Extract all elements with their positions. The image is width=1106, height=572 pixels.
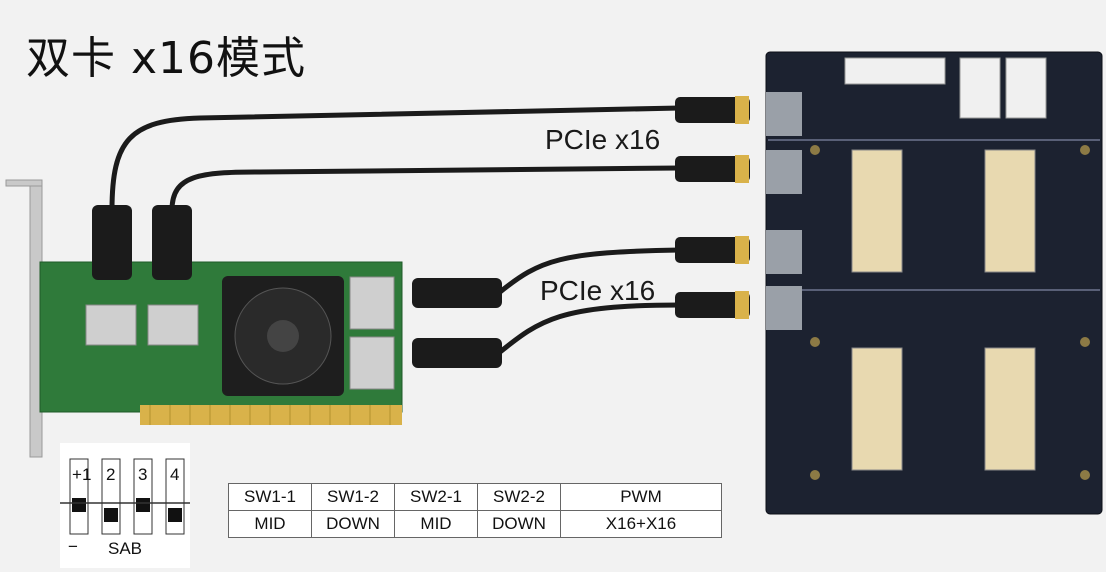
adapter-card <box>39 261 403 425</box>
header-cell: PWM <box>560 483 722 511</box>
cable-plugs-backplane <box>675 96 750 319</box>
value-cell: DOWN <box>311 510 395 538</box>
header-cell: SW1-2 <box>311 483 395 511</box>
cables <box>109 105 681 354</box>
pci-bracket <box>5 179 43 458</box>
value-cell: MID <box>394 510 478 538</box>
cable-plugs-card <box>92 205 502 368</box>
value-cell: MID <box>228 510 312 538</box>
cable-label-top: PCIe x16 <box>545 124 661 155</box>
dip-number-1: 1 <box>82 465 92 484</box>
page-title: 双卡 x16模式 <box>26 33 307 84</box>
header-cell: SW2-1 <box>394 483 478 511</box>
dip-plus-label: + <box>72 465 82 484</box>
switch-settings-table: SW1-1 SW1-2 SW2-1 SW2-2 PWM MID DOWN MID… <box>228 483 722 538</box>
cable-label-bottom: PCIe x16 <box>540 275 656 306</box>
value-cell: X16+X16 <box>560 510 722 538</box>
table-row: MID DOWN MID DOWN X16+X16 <box>228 510 722 538</box>
header-cell: SW1-1 <box>228 483 312 511</box>
dip-bottom-text: SAB <box>108 539 143 558</box>
value-cell: DOWN <box>477 510 561 538</box>
dip-switch: + 1 2 3 4 − SAB <box>60 443 190 568</box>
dip-number-2: 2 <box>106 465 116 484</box>
table-header-row: SW1-1 SW1-2 SW2-1 SW2-2 PWM <box>228 483 722 511</box>
dip-number-3: 3 <box>138 465 148 484</box>
dip-minus-label: − <box>68 537 78 556</box>
dip-number-4: 4 <box>170 465 180 484</box>
backplane-board <box>765 51 1103 515</box>
header-cell: SW2-2 <box>477 483 561 511</box>
dip-switch-graphic <box>60 458 190 535</box>
